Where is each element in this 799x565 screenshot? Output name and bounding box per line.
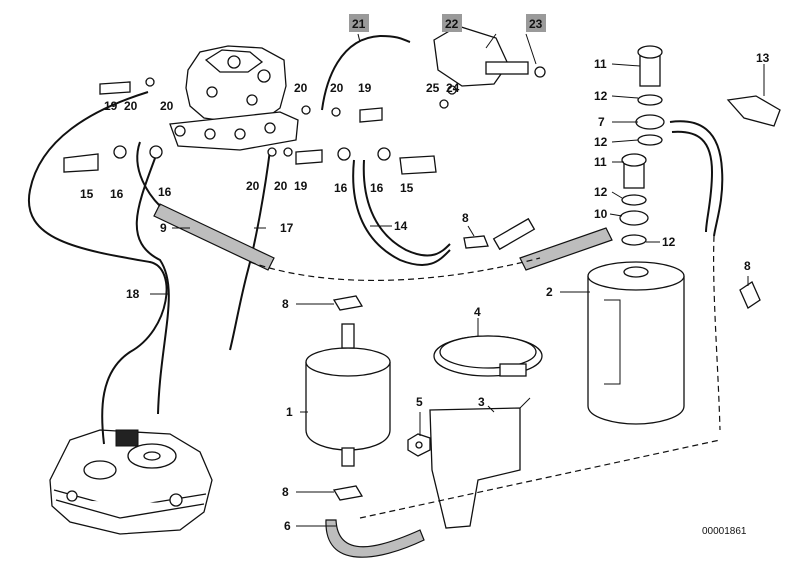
- label-13: 13: [756, 51, 770, 65]
- label-14: 14: [394, 219, 408, 233]
- label-24: 24: [446, 81, 460, 95]
- hose-clamp-band: [433, 335, 543, 377]
- label-23-highlight: [526, 14, 546, 32]
- hose-7-inner: [671, 130, 714, 233]
- dash-line-center: [249, 257, 541, 282]
- pipe-stub: [492, 217, 536, 251]
- hose-14: [352, 159, 451, 266]
- label-8-filter-bottom: 8: [282, 485, 289, 499]
- label-25: 25: [426, 81, 440, 95]
- label-3: 3: [478, 395, 485, 409]
- label-15-right: 15: [400, 181, 414, 195]
- pipe-9: [136, 141, 161, 207]
- label-8-center: 8: [462, 211, 469, 225]
- hose-7: [669, 120, 724, 237]
- label-11-top: 11: [594, 57, 607, 71]
- label-20-c: 20: [294, 81, 308, 95]
- label-7: 7: [598, 115, 605, 129]
- cold-start-valve: [433, 25, 546, 109]
- label-4: 4: [474, 305, 481, 319]
- label-12-b: 12: [594, 135, 608, 149]
- hose-6: [325, 519, 425, 558]
- hose-clip: [726, 95, 781, 127]
- label-19-top-right: 19: [358, 81, 372, 95]
- label-8-filter-top: 8: [282, 297, 289, 311]
- label-2: 2: [546, 285, 553, 299]
- label-12-c: 12: [594, 185, 608, 199]
- label-20-b: 20: [160, 99, 174, 113]
- label-23: 23: [529, 17, 543, 31]
- label-17: 17: [280, 221, 294, 235]
- line-21: [321, 34, 411, 111]
- label-22: 22: [445, 17, 459, 31]
- bolts: [63, 77, 437, 175]
- label-9: 9: [160, 221, 167, 235]
- label-16-b: 16: [158, 185, 172, 199]
- label-20-d: 20: [330, 81, 344, 95]
- label-20-e: 20: [246, 179, 260, 193]
- warm-up-regulator: [49, 429, 213, 535]
- label-20-f: 20: [274, 179, 288, 193]
- label-20-a: 20: [124, 99, 138, 113]
- label-19-top-left: 19: [104, 99, 118, 113]
- label-8-right: 8: [744, 259, 751, 273]
- label-16-d: 16: [370, 181, 384, 195]
- nut: [407, 433, 431, 457]
- fuel-line-18: [27, 91, 168, 445]
- fuel-filter: [305, 323, 391, 467]
- dash-line-right: [712, 235, 721, 431]
- label-1: 1: [286, 405, 293, 419]
- label-12-d: 12: [662, 235, 676, 249]
- fuel-accumulator: [587, 261, 685, 425]
- fuel-distributor: [169, 45, 299, 151]
- label-19-mid: 19: [294, 179, 308, 193]
- label-10: 10: [594, 207, 608, 221]
- fuel-line-17: [229, 149, 271, 351]
- diagram-reference-number: 00001861: [702, 526, 747, 537]
- hose-9: [153, 203, 275, 271]
- label-12-a: 12: [594, 89, 608, 103]
- label-11-middle: 11: [594, 155, 607, 169]
- banjo-bolts: [619, 45, 665, 246]
- dash-line-bottom: [359, 439, 721, 519]
- fuel-line-18b: [135, 149, 170, 415]
- label-5: 5: [416, 395, 423, 409]
- label-21: 21: [352, 17, 366, 31]
- hose-10: [519, 227, 613, 271]
- label-6: 6: [284, 519, 291, 533]
- leader-lines: [150, 33, 765, 527]
- hose-clamp-small: [332, 235, 761, 501]
- label-16-c: 16: [334, 181, 348, 195]
- label-18: 18: [126, 287, 140, 301]
- hose-14-inner: [362, 159, 451, 257]
- label-16-a: 16: [110, 187, 124, 201]
- label-22-highlight: [442, 14, 462, 32]
- label-21-highlight: [349, 14, 369, 32]
- label-15-left: 15: [80, 187, 94, 201]
- mounting-bracket: [429, 397, 531, 529]
